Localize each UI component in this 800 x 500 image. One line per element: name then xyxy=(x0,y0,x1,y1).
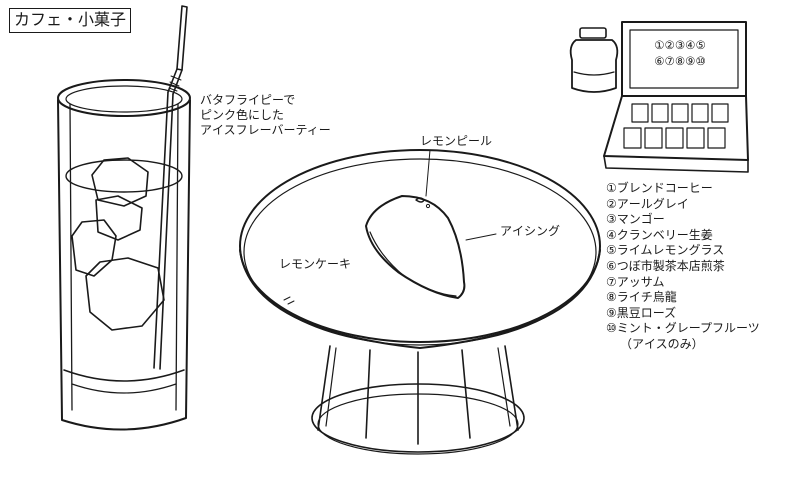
lemon-cake-illustration xyxy=(365,149,497,299)
glass-bottom xyxy=(63,369,185,382)
glass-rim xyxy=(57,79,191,117)
lemon-peel-dot xyxy=(425,203,431,209)
drink-note-line: アイスフレーバーティー xyxy=(200,123,331,137)
icing-edge xyxy=(369,231,457,297)
ice-cube xyxy=(95,195,143,241)
tea-box-number-row: ①②③④⑤ xyxy=(654,38,706,52)
tea-box-lid-inner xyxy=(629,29,739,89)
drink-note-line: バタフライピーで xyxy=(200,93,296,107)
tea-menu-item: ④クランベリー生姜 xyxy=(606,227,713,242)
table-base-ring-inner xyxy=(317,393,519,455)
lemon-cake-label: レモンケーキ xyxy=(279,257,352,271)
peel-leader-line xyxy=(425,149,431,197)
table-leg-inner xyxy=(325,347,511,427)
drink-note-line: ピンク色にした xyxy=(200,108,285,122)
glass-bottom-inner xyxy=(71,383,177,394)
table-top-rim xyxy=(239,249,601,349)
table-base-ring xyxy=(311,383,525,453)
ice-cube xyxy=(71,219,117,277)
glass-rim-inner xyxy=(65,85,183,113)
tea-box-front xyxy=(603,155,749,173)
tea-menu-item-note: （アイスのみ） xyxy=(620,336,704,351)
table-highlight xyxy=(283,296,295,305)
jar-lid xyxy=(579,27,607,39)
lemon-peel-label: レモンピール xyxy=(420,134,493,148)
icing-label: アイシング xyxy=(500,224,561,238)
tea-menu-item: ③マンゴー xyxy=(606,212,665,227)
table-illustration xyxy=(239,149,601,455)
drink-description: バタフライピーで ピンク色にした アイスフレーバーティー xyxy=(200,93,331,138)
tea-menu-list: ①ブレンドコーヒー ②アールグレイ ③マンゴー ④クランベリー生姜 ⑤ライムレモ… xyxy=(606,181,760,353)
iced-tea-glass-illustration xyxy=(57,5,191,431)
tea-box-number-row: ⑥⑦⑧⑨⑩ xyxy=(654,54,706,68)
ice-cube xyxy=(85,257,165,331)
table-top-edge xyxy=(243,158,597,346)
tea-menu-item-text: ⑩ミント・グレープフルーツ xyxy=(606,321,760,336)
tea-menu-item: ⑤ライムレモングラス xyxy=(606,243,725,258)
glass-outline xyxy=(57,99,191,431)
jar-body xyxy=(569,39,619,93)
tea-menu-item: ⑥つぼ市製茶本店煎茶 xyxy=(606,258,725,273)
tea-box-slots xyxy=(623,103,729,149)
straw-ribs xyxy=(168,75,182,92)
tea-box-lid xyxy=(621,21,747,97)
tea-jar-illustration xyxy=(569,27,619,93)
liquid-surface xyxy=(65,159,183,193)
tea-menu-item: ⑧ライチ烏龍 xyxy=(606,290,677,305)
straw-lower xyxy=(153,91,174,370)
tea-menu-item: ⑨黒豆ローズ xyxy=(606,305,677,320)
section-title: カフェ・小菓子 xyxy=(9,8,132,33)
lemon-peel xyxy=(415,197,425,203)
straw xyxy=(176,5,188,71)
icing-leader-line xyxy=(465,233,497,241)
table-leg xyxy=(317,345,519,445)
tea-menu-item: ②アールグレイ xyxy=(606,196,689,211)
glass-inner-wall xyxy=(69,103,179,411)
tea-box-illustration xyxy=(603,21,749,173)
jar-contents xyxy=(573,71,615,76)
ice-cube xyxy=(91,157,149,207)
tea-menu-item: ⑩ミント・グレープフルーツ （アイスのみ） xyxy=(606,321,760,352)
tea-box-tray xyxy=(603,95,749,161)
lemon-cake xyxy=(365,195,466,299)
tea-box-numbers: ①②③④⑤ ⑥⑦⑧⑨⑩ xyxy=(636,37,724,69)
tea-menu-item: ①ブレンドコーヒー xyxy=(606,181,713,195)
table-top xyxy=(239,149,601,343)
tea-menu-item: ⑦アッサム xyxy=(606,274,665,289)
